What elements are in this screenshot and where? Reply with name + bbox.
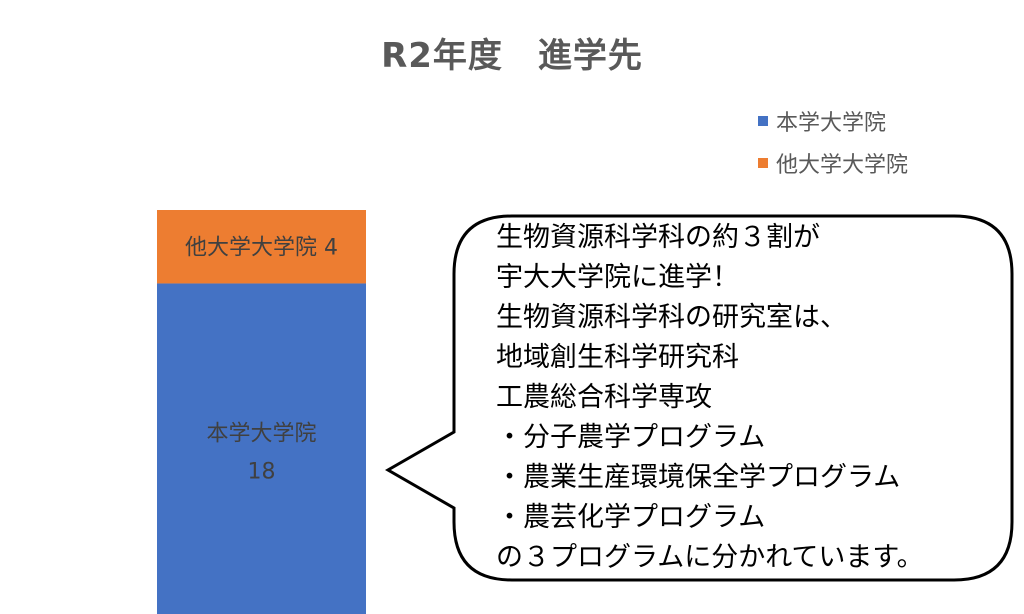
callout-line: ・農芸化学プログラム [496, 502, 766, 533]
speech-bubble [384, 214, 1014, 582]
callout-line: の３プログラムに分かれています。 [496, 542, 924, 573]
callout-line: 生物資源科学科の約３割が [496, 222, 820, 253]
data-label-value-0: 18 [248, 460, 276, 485]
bars-group: 本学大学院 18 他大学大学院 4 [157, 210, 366, 614]
legend-swatch-tadaigaku [758, 158, 768, 168]
legend-label-tadaigaku: 他大学大学院 [776, 153, 909, 178]
bar-segment-1 [157, 210, 366, 284]
data-label-name-0: 本学大学院 [206, 422, 316, 447]
callout-text: 生物資源科学科の約３割が 宇大大学院に進学！ 生物資源科学科の研究室は、 地域創… [496, 218, 1016, 578]
callout-line: 工農総合科学専攻 [496, 382, 712, 413]
legend: 本学大学院 他大学大学院 [758, 100, 908, 184]
legend-item-tadaigaku: 他大学大学院 [758, 142, 908, 184]
legend-label-honkaku: 本学大学院 [776, 111, 887, 136]
data-label-1: 他大学大学院 4 [185, 236, 338, 261]
callout-line: ・農業生産環境保全学プログラム [496, 462, 901, 493]
legend-swatch-honkaku [758, 116, 768, 126]
callout-line: 地域創生科学研究科 [496, 342, 739, 373]
callout-line: 生物資源科学科の研究室は、 [496, 302, 847, 333]
chart-title: R2年度 進学先 [381, 36, 643, 76]
legend-item-honkaku: 本学大学院 [758, 100, 908, 142]
callout-line: ・分子農学プログラム [496, 422, 766, 453]
bar-segment-0 [157, 283, 366, 614]
callout-line: 宇大大学院に進学！ [496, 262, 739, 293]
